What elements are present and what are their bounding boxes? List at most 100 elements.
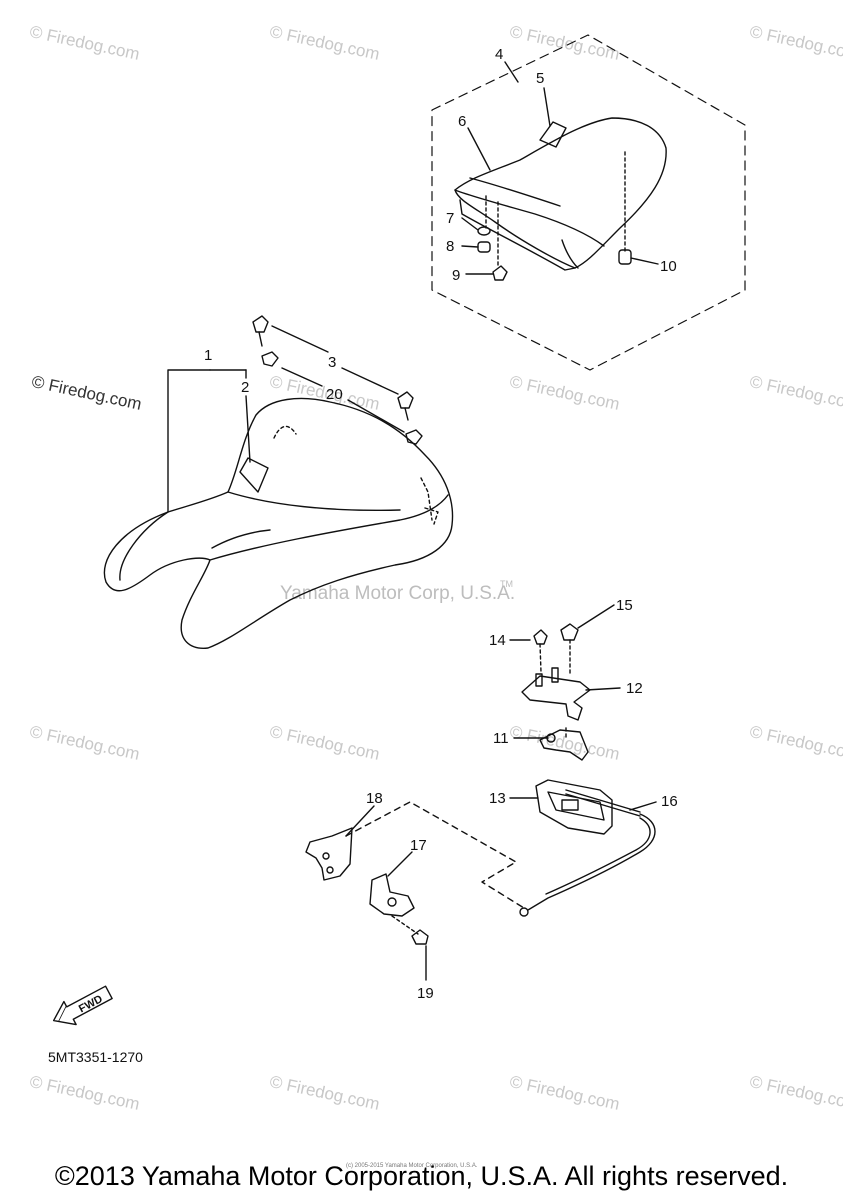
- cable-16: [545, 817, 651, 895]
- leader-bracket: [167, 369, 211, 513]
- callout-6: 6: [458, 113, 466, 130]
- bracket-hole: [326, 866, 334, 874]
- collar-8: [477, 241, 491, 253]
- callout-2: 2: [241, 379, 249, 396]
- callout-19: 19: [417, 985, 434, 1002]
- rear-seat-group-outline: [431, 34, 746, 371]
- bolt-19: [411, 929, 429, 945]
- bolt-3-shank: [404, 407, 409, 421]
- diagram-reference-code: 5MT3351-1270: [48, 1049, 143, 1065]
- callout-11: 11: [493, 730, 509, 747]
- rear-seat-cushion: [454, 117, 667, 269]
- leader-line: [345, 805, 375, 837]
- rear-seat-assembly: [431, 34, 746, 371]
- front-seat-pin-line: [424, 507, 439, 525]
- collar-20: [405, 429, 423, 445]
- holder-13-inner: [547, 791, 605, 821]
- callout-12: 12: [626, 680, 643, 697]
- stud: [551, 667, 559, 683]
- cable-16: [527, 813, 656, 911]
- bolt-3: [252, 315, 269, 333]
- leader-line: [271, 325, 329, 353]
- lock-17: [369, 873, 415, 917]
- callout-8: 8: [446, 238, 454, 255]
- seat-lock-assembly: [305, 604, 657, 981]
- holder-slot: [561, 799, 579, 811]
- front-seat-cushion: [103, 397, 454, 649]
- tiny-copyright: (c) 2005-2015 Yamaha Motor Corporation, …: [346, 1163, 478, 1169]
- fwd-arrow-shape: [52, 985, 113, 1026]
- rear-seat-base: [561, 239, 579, 269]
- trademark-mark: TM: [500, 579, 513, 589]
- rear-seat-tab: [539, 121, 567, 148]
- fwd-arrow-hatch: [58, 1005, 67, 1022]
- damper-10: [618, 249, 632, 265]
- front-seat-hook: [273, 425, 297, 439]
- bolt-19-axis: [391, 915, 419, 935]
- leader-line: [629, 801, 657, 811]
- leader-line: [543, 87, 551, 127]
- lock-key: [387, 897, 397, 907]
- front-seat-assembly: [103, 315, 454, 649]
- callout-10: 10: [660, 258, 677, 275]
- callout-9: 9: [452, 267, 460, 284]
- callout-16: 16: [661, 793, 678, 810]
- leader-line: [341, 367, 399, 395]
- front-seat-tab: [239, 457, 269, 493]
- bolt-3-shank: [258, 331, 263, 347]
- nut-9: [492, 265, 508, 281]
- callout-15: 15: [616, 597, 633, 614]
- callout-7: 7: [446, 210, 454, 227]
- stud: [535, 673, 543, 687]
- fwd-label: FWD: [77, 993, 105, 1015]
- leader-line: [585, 687, 621, 691]
- callout-4: 4: [495, 46, 503, 63]
- front-seat-edge: [119, 511, 169, 581]
- seat-lock-11: [539, 729, 589, 761]
- bracket-hole: [322, 852, 330, 860]
- leader-line: [387, 851, 413, 877]
- callout-3: 3: [328, 354, 336, 371]
- cable-16: [565, 793, 641, 817]
- fwd-arrow-icon: FWD: [52, 985, 113, 1026]
- callout-17: 17: [410, 837, 427, 854]
- leader-line: [630, 257, 659, 265]
- bolt-15: [560, 623, 579, 641]
- front-seat-edge: [209, 494, 449, 561]
- cable-16: [565, 789, 641, 813]
- leader-line: [467, 127, 491, 171]
- leader-line: [347, 399, 405, 433]
- leader-line: [281, 367, 323, 387]
- leader-line: [504, 61, 519, 83]
- callout-numbers: 1 2 3 4 5 6 7 8 9 10 11 12 13 14 15 16 1…: [204, 46, 678, 1002]
- front-seat-edge: [227, 491, 401, 512]
- bolt-14-axis: [539, 643, 542, 673]
- rear-seat-edge: [469, 177, 561, 207]
- copyright-notice: ©2013 Yamaha Motor Corporation, U.S.A. A…: [54, 1161, 789, 1191]
- rear-seat-base: [459, 199, 576, 271]
- rear-seat-edge: [454, 189, 605, 247]
- cable-end: [519, 907, 529, 917]
- leader-line: [245, 395, 251, 463]
- washer-7: [477, 226, 491, 236]
- callout-20: 20: [326, 386, 343, 403]
- callout-14: 14: [489, 632, 506, 649]
- callout-5: 5: [536, 70, 544, 87]
- bolt-3: [397, 391, 414, 409]
- front-seat-edge: [211, 529, 271, 549]
- callout-1: 1: [204, 347, 212, 364]
- plate-12: [521, 675, 591, 721]
- center-watermark: Yamaha Motor Corp, U.S.A.: [280, 583, 516, 604]
- holder-13: [535, 779, 613, 835]
- leader-line: [461, 245, 479, 248]
- leader-line: [577, 604, 615, 629]
- callout-18: 18: [366, 790, 383, 807]
- leader-line: [461, 217, 479, 231]
- bolt-14: [533, 629, 548, 645]
- front-seat-pin-line: [420, 477, 433, 521]
- cable-route: [345, 801, 525, 909]
- bracket-18: [305, 827, 353, 881]
- callout-13: 13: [489, 790, 506, 807]
